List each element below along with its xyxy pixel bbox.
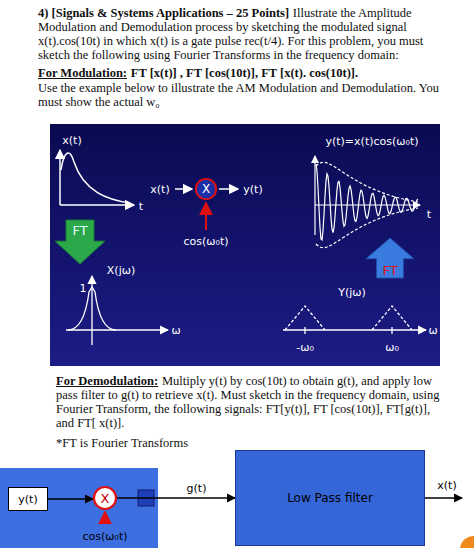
text-block: For Demodulation:Multiply y(t) by cos(10… [56,374,444,450]
signal-name: Y(jω) [338,286,366,299]
modulated-signal-plot [315,156,420,248]
time-signal-plot-part [61,153,130,203]
spectrum-y-plot-part [304,327,305,334]
node-text: FT [72,223,87,238]
time-signal-plot-part [60,204,134,206]
paragraph: *FT is Fourier Transforms [56,436,444,450]
axis-label: x(t) [62,134,81,147]
axis-label: ω [428,324,437,337]
spectrum-x-plot-part [68,287,116,330]
fourier-arrow-outline [55,220,105,264]
body-text: Use the example below to illustrate the … [38,81,439,109]
paragraph: 4) [Signals & Systems Applications – 25 … [38,6,442,62]
modulated-signal-plot-part [316,162,418,202]
modulator-wires-part [219,188,238,190]
axis-value: -ω₀ [296,341,314,354]
node-text: X [202,182,210,196]
time-signal-plot [60,150,134,205]
heading-text: 4) [Signals & Systems Applications – 25 … [38,6,289,20]
body-text: *FT is Fourier Transforms [56,436,188,450]
demodulator-panel-part [104,512,106,524]
node-text: X [101,491,110,506]
multiplier-circle: X [93,486,117,510]
spectrum-y-plot-part [285,306,325,330]
time-signal-plot-part [59,150,61,205]
heading-text: For Demodulation: [56,374,158,388]
multiplier-circle: X [195,178,217,200]
signal-name: cos(ω₀t) [82,530,127,543]
signal-wire [117,497,235,498]
axis-value: ω₀ [385,341,399,354]
node-text: FT [382,263,397,278]
signal-name: cos(ω₀t) [183,235,228,248]
signal-name: g(t) [185,482,209,495]
spectrum-y-plot-part [372,306,412,330]
spectrum-x-plot [66,276,168,345]
spectrum-x-plot-part [66,329,168,330]
axis-label: t [427,208,431,221]
demodulator-panel [0,468,158,548]
demodulator-panel-part [0,468,158,548]
paragraph: For Demodulation:Multiply y(t) by cos(10… [56,374,444,430]
paragraph: Use the example below to illustrate the … [38,81,442,109]
signal-name: y(t) [243,183,262,196]
signal-name: x(t) [150,183,169,196]
modulated-signal-plot-part [316,164,418,240]
output-wire-part [460,536,474,548]
filter-box: Low Pass filter [235,450,425,546]
heading-text: FT [x(t)] , FT [cos(10t)], FT [x(t). cos… [131,66,358,80]
output-wire [425,498,474,548]
multiplier-circle-outline [94,487,116,509]
multiplier-circle-outline [196,179,216,199]
spectrum-y-plot-part [391,327,392,334]
spectrum-y-plot [283,306,426,334]
heading-text: For Modulation: [38,66,127,80]
axis-label: t [139,200,143,213]
slide-panel-part [50,124,440,366]
text-block: 4) [Signals & Systems Applications – 25 … [38,6,442,109]
modulated-signal-plot-part [314,156,315,235]
input-box: y(t) [8,487,48,511]
node-text: y(t) [18,493,37,506]
modulator-wires-part [175,188,192,190]
signal-name: x(t) [437,479,456,492]
signal-name: X(jω) [107,264,135,277]
signal-wire [48,498,93,499]
signal-name: y(t)=x(t)cos(ω₀t) [325,135,418,148]
axis-value: 1 [80,282,87,295]
fourier-arrow: FT [55,220,105,264]
fourier-arrow-outline [366,238,414,278]
axis-label: ω [171,324,180,337]
output-wire-part [425,497,462,498]
node-text: Low Pass filter [287,491,373,505]
paragraph: For Modulation: FT [x(t)] , FT [cos(10t)]… [38,66,442,80]
fourier-arrow: FT [366,238,414,278]
modulator-wires-part [205,203,207,230]
slide-panel [50,124,440,366]
